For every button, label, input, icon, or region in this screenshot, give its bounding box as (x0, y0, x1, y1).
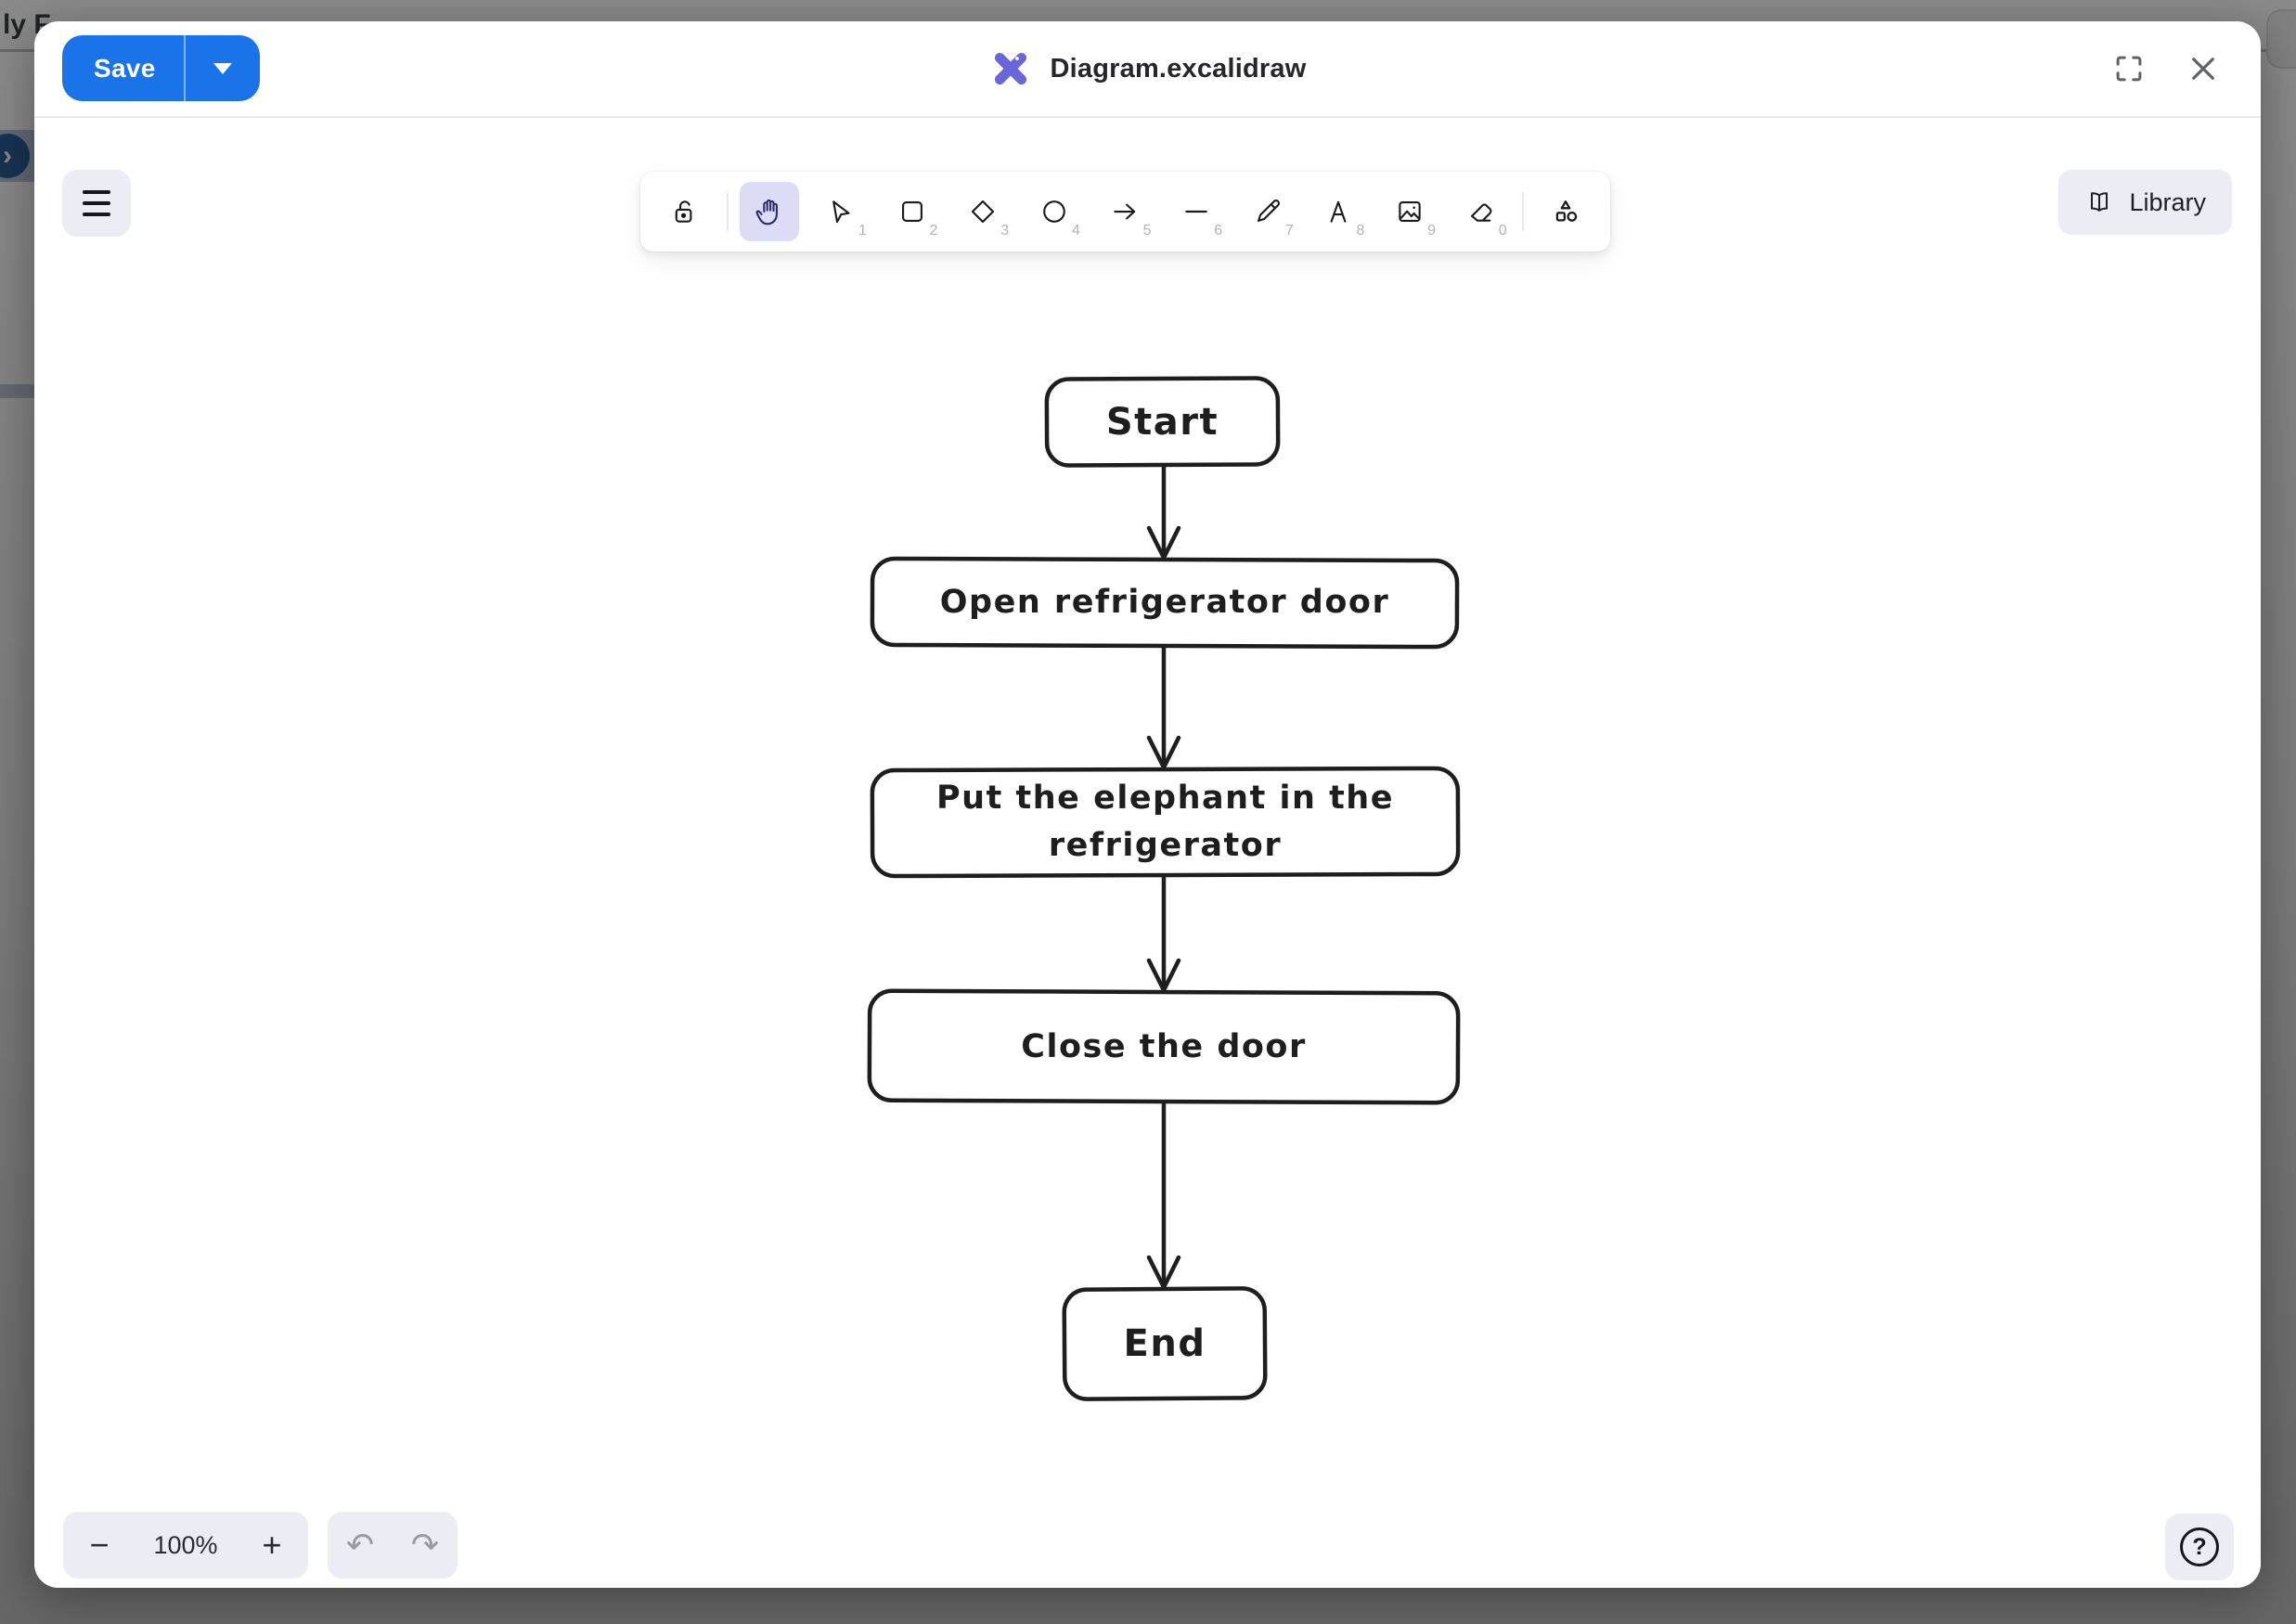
toolbar-divider (1522, 192, 1525, 231)
diamond-icon (972, 200, 995, 224)
flowchart-drawing[interactable] (851, 361, 1482, 1419)
tool-shortcut: 4 (1071, 223, 1080, 238)
line-icon (1185, 210, 1207, 213)
header-actions (2109, 48, 2224, 89)
undo-icon: ↶ (345, 1526, 375, 1565)
image-icon (1399, 201, 1421, 222)
close-icon (2192, 58, 2214, 80)
tool-shortcut: 7 (1284, 223, 1294, 238)
fullscreen-icon (2116, 56, 2142, 82)
tool-rectangle[interactable]: 2 (883, 182, 942, 241)
toolbar-divider (726, 192, 729, 231)
zoom-out-button[interactable]: − (72, 1516, 126, 1574)
tool-hand[interactable] (740, 182, 800, 241)
flowchart-label-start[interactable]: Start (1105, 400, 1219, 444)
tool-diamond[interactable]: 3 (953, 182, 1013, 241)
redo-icon: ↷ (410, 1526, 440, 1565)
chevron-down-icon (213, 62, 232, 74)
zoom-level[interactable]: 100% (153, 1530, 218, 1559)
tool-shortcut: 5 (1142, 223, 1152, 238)
tool-shortcut: 3 (1000, 223, 1010, 238)
ellipse-icon (1043, 200, 1065, 223)
pencil-icon (1257, 200, 1280, 222)
cursor-icon (832, 200, 850, 224)
tool-ellipse[interactable]: 4 (1025, 182, 1084, 241)
tool-shortcut: 0 (1498, 223, 1507, 238)
tool-image[interactable]: 9 (1380, 182, 1439, 241)
tool-toolbar: 1 2 3 4 (640, 172, 1610, 251)
tool-draw[interactable]: 7 (1238, 182, 1297, 241)
text-icon (1330, 200, 1347, 223)
eraser-icon (1470, 203, 1492, 222)
flowchart-label-end[interactable]: End (1123, 1322, 1206, 1365)
tool-shortcut: 1 (858, 223, 867, 238)
flowchart-arrowhead (1146, 1255, 1181, 1290)
undo-button[interactable]: ↶ (334, 1516, 386, 1574)
flowchart-arrowhead (1146, 735, 1181, 770)
unlock-icon (675, 200, 692, 223)
arrow-icon (1114, 203, 1136, 220)
zoom-controls: − 100% + (63, 1512, 308, 1579)
main-menu-button[interactable] (62, 170, 131, 237)
save-split-button: Save (62, 35, 260, 101)
tool-arrow[interactable]: 5 (1095, 182, 1154, 241)
flowchart-arrowhead (1146, 525, 1181, 561)
flowchart-node-put (870, 766, 1461, 879)
tool-shortcut: 8 (1356, 223, 1365, 238)
tool-eraser[interactable]: 0 (1451, 182, 1511, 241)
tool-selection[interactable]: 1 (811, 182, 871, 241)
save-button[interactable]: Save (62, 35, 184, 101)
history-controls: ↶ ↷ (328, 1512, 458, 1579)
tool-shapes[interactable] (1536, 182, 1595, 241)
library-button[interactable]: Library (2058, 170, 2232, 235)
book-icon (2091, 192, 2109, 212)
tool-shortcut: 9 (1427, 223, 1437, 238)
hamburger-icon (83, 190, 110, 216)
excalidraw-canvas[interactable]: 1 2 3 4 (34, 120, 2261, 1588)
question-icon: ? (2180, 1527, 2219, 1566)
help-button[interactable]: ? (2165, 1514, 2234, 1580)
flowchart-node-start (1044, 376, 1281, 468)
tool-shortcut: 6 (1214, 223, 1223, 238)
tool-shortcut: 2 (929, 223, 938, 238)
modal-header: Save Diagram.excalidraw (34, 21, 2261, 118)
library-label: Library (2129, 187, 2206, 216)
hand-icon (755, 199, 779, 226)
tool-lock[interactable] (655, 182, 715, 241)
save-button-divider (183, 35, 186, 101)
zoom-in-button[interactable]: + (245, 1516, 299, 1574)
file-title: Diagram.excalidraw (1050, 53, 1307, 84)
tool-line[interactable]: 6 (1167, 182, 1226, 241)
flowchart-label-close[interactable]: Close the door (1021, 1027, 1307, 1065)
fullscreen-button[interactable] (2109, 48, 2149, 89)
flowchart-label-put[interactable]: Put the elephant in the refrigerator (936, 780, 1394, 864)
excalidraw-logo-icon (994, 52, 1026, 85)
rectangle-icon (901, 201, 922, 222)
flowchart-arrowhead (1146, 958, 1181, 993)
tool-text[interactable]: 8 (1309, 182, 1368, 241)
flowchart-label-open[interactable]: Open refrigerator door (939, 584, 1390, 622)
redo-button[interactable]: ↷ (399, 1516, 451, 1574)
close-button[interactable] (2183, 48, 2224, 89)
modal-title: Diagram.excalidraw (988, 47, 1306, 90)
shapes-icon (1555, 200, 1578, 222)
excalidraw-modal: Save Diagram.excalidraw (34, 21, 2261, 1588)
save-options-button[interactable] (186, 35, 260, 101)
